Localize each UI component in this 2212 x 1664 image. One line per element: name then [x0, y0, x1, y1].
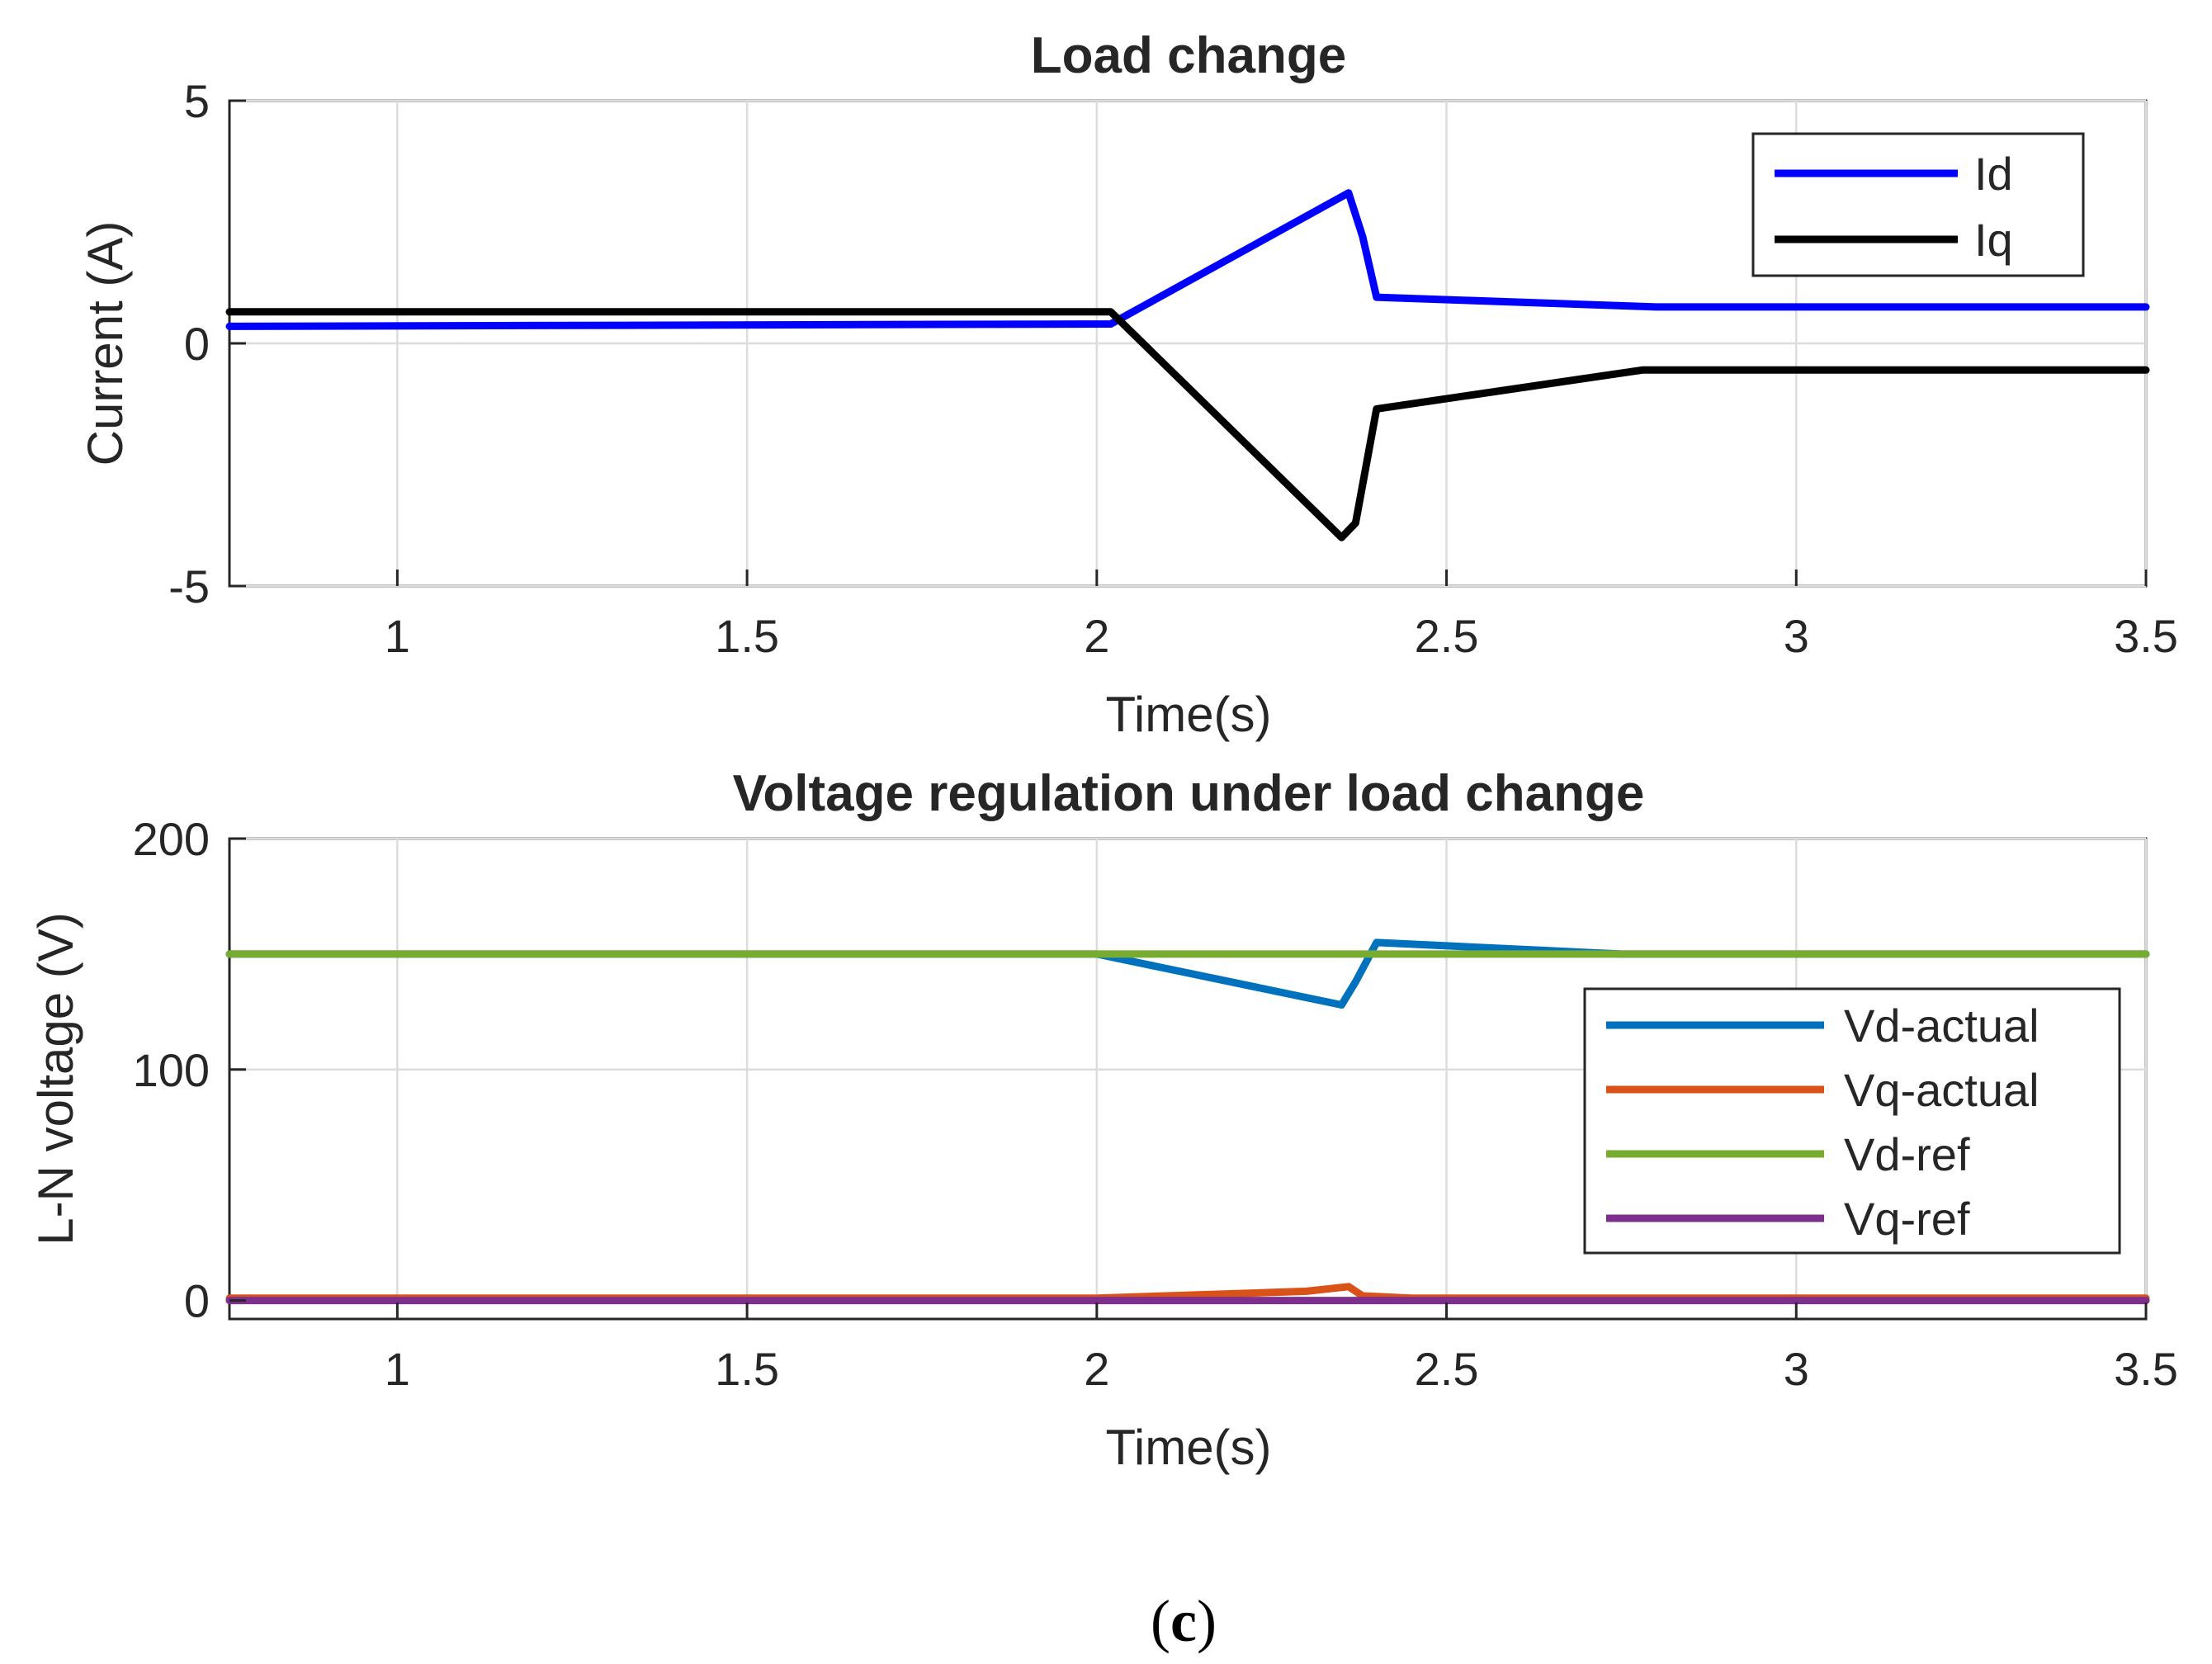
x-tick-label: 3.5 — [2114, 610, 2178, 662]
x-tick-label: 2 — [1084, 1343, 1109, 1395]
voltage-chart: Voltage regulation under load change 1 1.… — [28, 765, 2178, 1475]
y-axis-label: L-N voltage (V) — [28, 912, 83, 1245]
x-tick-label: 3 — [1784, 610, 1809, 662]
series-line-id — [225, 189, 2150, 330]
x-tick-label: 1 — [385, 1343, 410, 1395]
x-tick-label: 3.5 — [2114, 1343, 2178, 1395]
x-tick-label: 1 — [385, 610, 410, 662]
legend-label: Vd-ref — [1844, 1128, 1970, 1180]
legend-box — [1583, 987, 2121, 1255]
current-chart: Load change 1 1.5 2 2.5 3 3.5 -5 0 5 Time(s) Cur… — [78, 27, 2178, 742]
legend-label: Vq-ref — [1844, 1193, 1970, 1245]
legend-label: Vq-actual — [1844, 1064, 2039, 1116]
chart-title: Voltage regulation under load change — [733, 765, 1645, 822]
caption-open-paren: ( — [1151, 1588, 1170, 1654]
figure-caption: (c) — [1151, 1588, 1217, 1654]
x-tick-label: 3 — [1784, 1343, 1809, 1395]
y-tick-label: -5 — [168, 560, 210, 612]
legend-box — [1751, 132, 2085, 277]
x-tick-label: 1.5 — [715, 610, 779, 662]
y-tick-label: 0 — [184, 1275, 210, 1327]
y-tick-label: 200 — [133, 813, 210, 865]
y-tick-label: 5 — [184, 75, 210, 127]
chart-title: Load change — [1031, 27, 1346, 84]
legend-label: Vd-actual — [1844, 1000, 2039, 1052]
y-tick-label: 0 — [184, 318, 210, 370]
legend-label: Id — [1974, 148, 2013, 200]
x-tick-label: 2 — [1084, 610, 1109, 662]
caption-letter: c — [1170, 1588, 1197, 1654]
y-tick-label: 100 — [133, 1044, 210, 1096]
x-tick-label: 2.5 — [1415, 1343, 1479, 1395]
caption-close-paren: ) — [1197, 1588, 1217, 1654]
x-axis-label: Time(s) — [1105, 687, 1271, 742]
legend-label: Iq — [1974, 214, 2013, 266]
series-line-iq — [225, 308, 2150, 541]
x-tick-label: 1.5 — [715, 1343, 779, 1395]
y-axis-label: Current (A) — [78, 221, 133, 466]
x-tick-label: 2.5 — [1415, 610, 1479, 662]
x-axis-label: Time(s) — [1105, 1420, 1271, 1475]
